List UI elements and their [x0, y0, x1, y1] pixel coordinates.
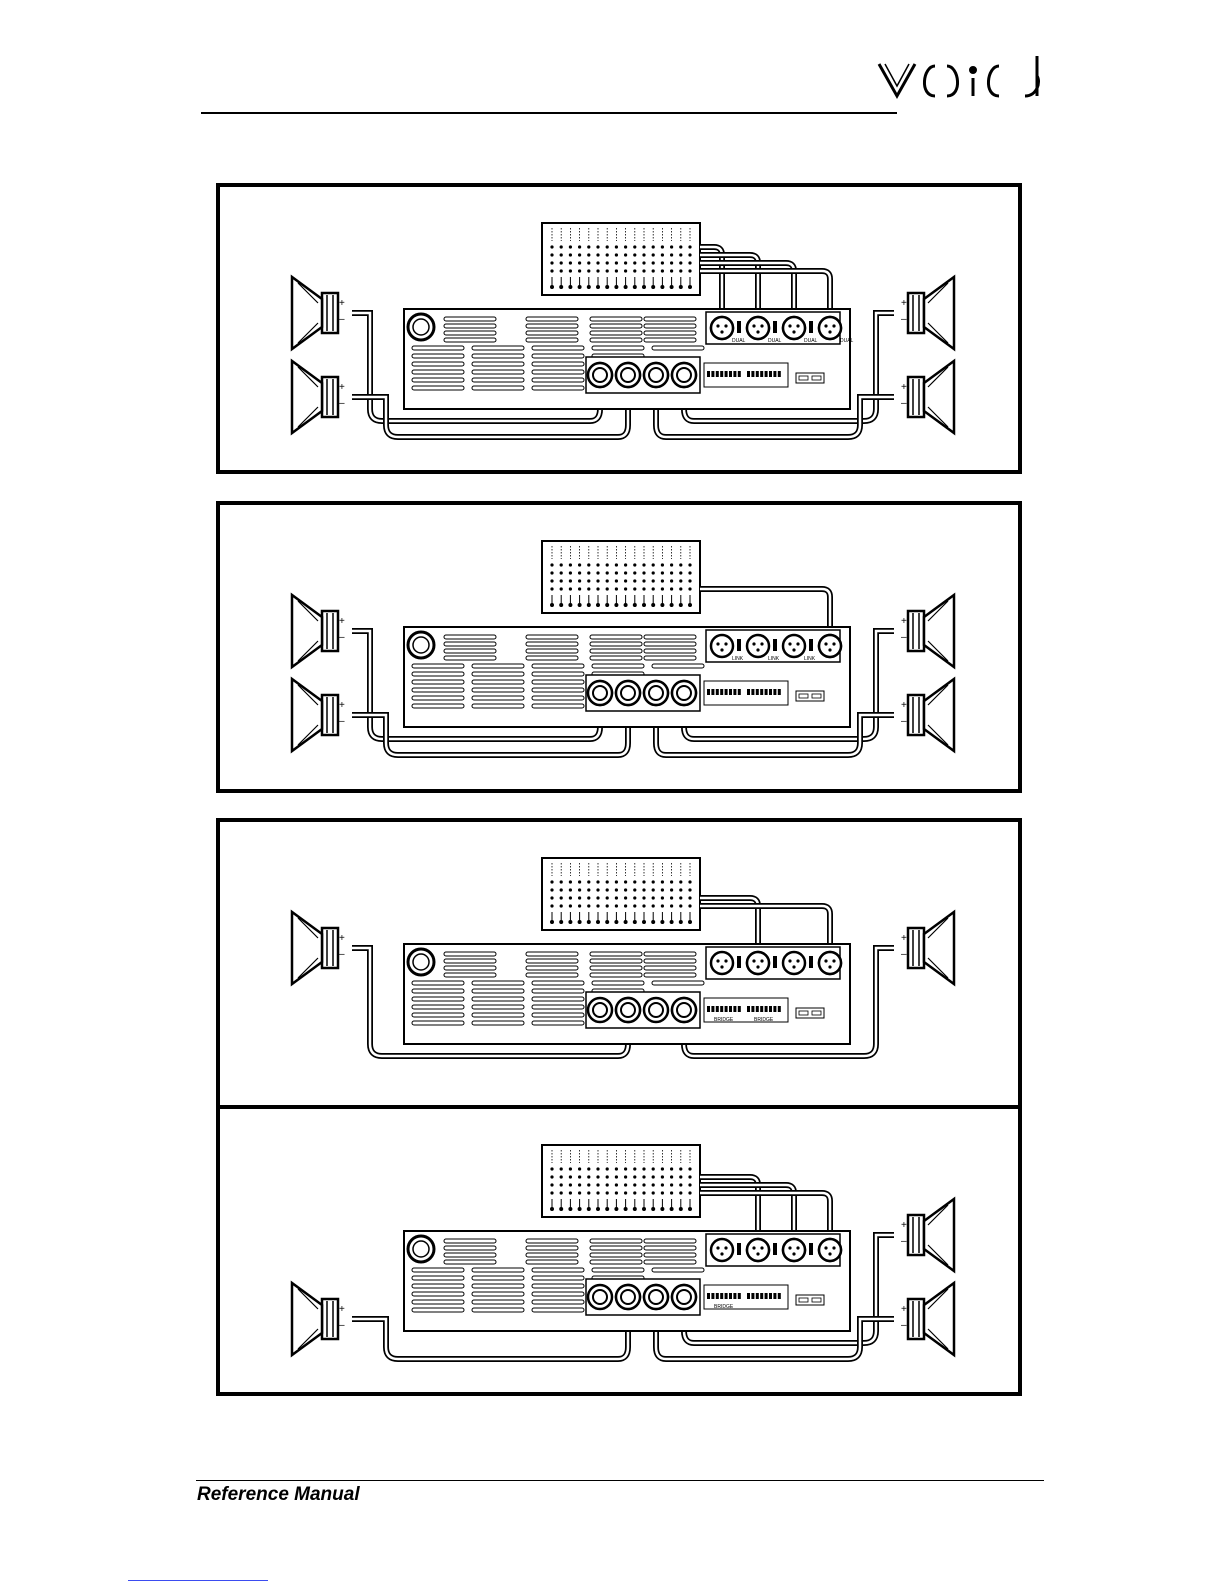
speaker-right: +–: [901, 679, 954, 751]
svg-text:+: +: [901, 298, 907, 309]
mixing-console: [542, 1145, 700, 1217]
svg-text:–: –: [339, 632, 345, 643]
svg-text:–: –: [339, 1320, 345, 1331]
svg-text:+: +: [339, 382, 345, 393]
xlr-input: [819, 952, 841, 974]
svg-text:LINK: LINK: [732, 656, 744, 662]
speaker-right: +–: [901, 595, 954, 667]
svg-text:DUAL: DUAL: [840, 338, 854, 344]
xlr-input: [783, 317, 805, 339]
svg-text:BRIDGE: BRIDGE: [714, 1304, 734, 1310]
xlr-input: [747, 317, 769, 339]
svg-text:+: +: [901, 700, 907, 711]
svg-text:–: –: [901, 314, 907, 325]
svg-text:+: +: [339, 700, 345, 711]
svg-text:+: +: [339, 933, 345, 944]
wiring-diagram-bridge-dual-mode: +–+–+–BRIDGE: [216, 1105, 1022, 1396]
svg-text:–: –: [901, 632, 907, 643]
svg-text:LINK: LINK: [804, 656, 816, 662]
speaker-right: +–: [901, 1199, 954, 1271]
mixing-console: [542, 541, 700, 613]
speaker-right: +–: [901, 1283, 954, 1355]
speaker-right: +–: [901, 361, 954, 433]
svg-text:DUAL: DUAL: [732, 338, 746, 344]
svg-text:–: –: [901, 1320, 907, 1331]
speaker-left: +–: [292, 595, 345, 667]
svg-text:DUAL: DUAL: [768, 338, 782, 344]
svg-text:–: –: [339, 314, 345, 325]
speaker-right: +–: [901, 277, 954, 349]
svg-text:DUAL: DUAL: [804, 338, 818, 344]
header-rule: [201, 112, 897, 114]
svg-text:BRIDGE: BRIDGE: [754, 1017, 774, 1023]
amplifier-rear-panel: BRIDGE BRIDGE: [404, 944, 850, 1044]
footer-rule: [196, 1480, 1044, 1481]
speaker-left: +–: [292, 361, 345, 433]
svg-text:+: +: [339, 1304, 345, 1315]
speaker-left: +–: [292, 912, 345, 984]
xlr-input: [819, 1239, 841, 1261]
speaker-left: +–: [292, 277, 345, 349]
xlr-input: [783, 1239, 805, 1261]
svg-text:LINK: LINK: [768, 656, 780, 662]
svg-text:+: +: [901, 1304, 907, 1315]
svg-text:–: –: [339, 716, 345, 727]
svg-text:–: –: [339, 398, 345, 409]
void-logo: [875, 52, 1050, 102]
page-link-underline: [128, 1580, 268, 1581]
svg-text:+: +: [339, 298, 345, 309]
svg-text:–: –: [339, 949, 345, 960]
xlr-input: [819, 635, 841, 657]
svg-text:–: –: [901, 949, 907, 960]
xlr-input: [747, 952, 769, 974]
amplifier-rear-panel: LINK LINK LINK: [404, 627, 850, 727]
footer-title: Reference Manual: [197, 1484, 360, 1506]
speaker-left: +–: [292, 679, 345, 751]
speaker-right: +–: [901, 912, 954, 984]
mixing-console: [542, 858, 700, 930]
xlr-input: [747, 1239, 769, 1261]
svg-text:+: +: [901, 616, 907, 627]
xlr-input: [711, 317, 733, 339]
svg-text:+: +: [901, 382, 907, 393]
speaker-left: +–: [292, 1283, 345, 1355]
svg-text:–: –: [901, 716, 907, 727]
svg-text:–: –: [901, 1236, 907, 1247]
svg-text:+: +: [901, 933, 907, 944]
svg-text:BRIDGE: BRIDGE: [714, 1017, 734, 1023]
svg-text:+: +: [901, 1220, 907, 1231]
xlr-input: [819, 317, 841, 339]
mixing-console: [542, 223, 700, 295]
svg-text:+: +: [339, 616, 345, 627]
svg-text:–: –: [901, 398, 907, 409]
